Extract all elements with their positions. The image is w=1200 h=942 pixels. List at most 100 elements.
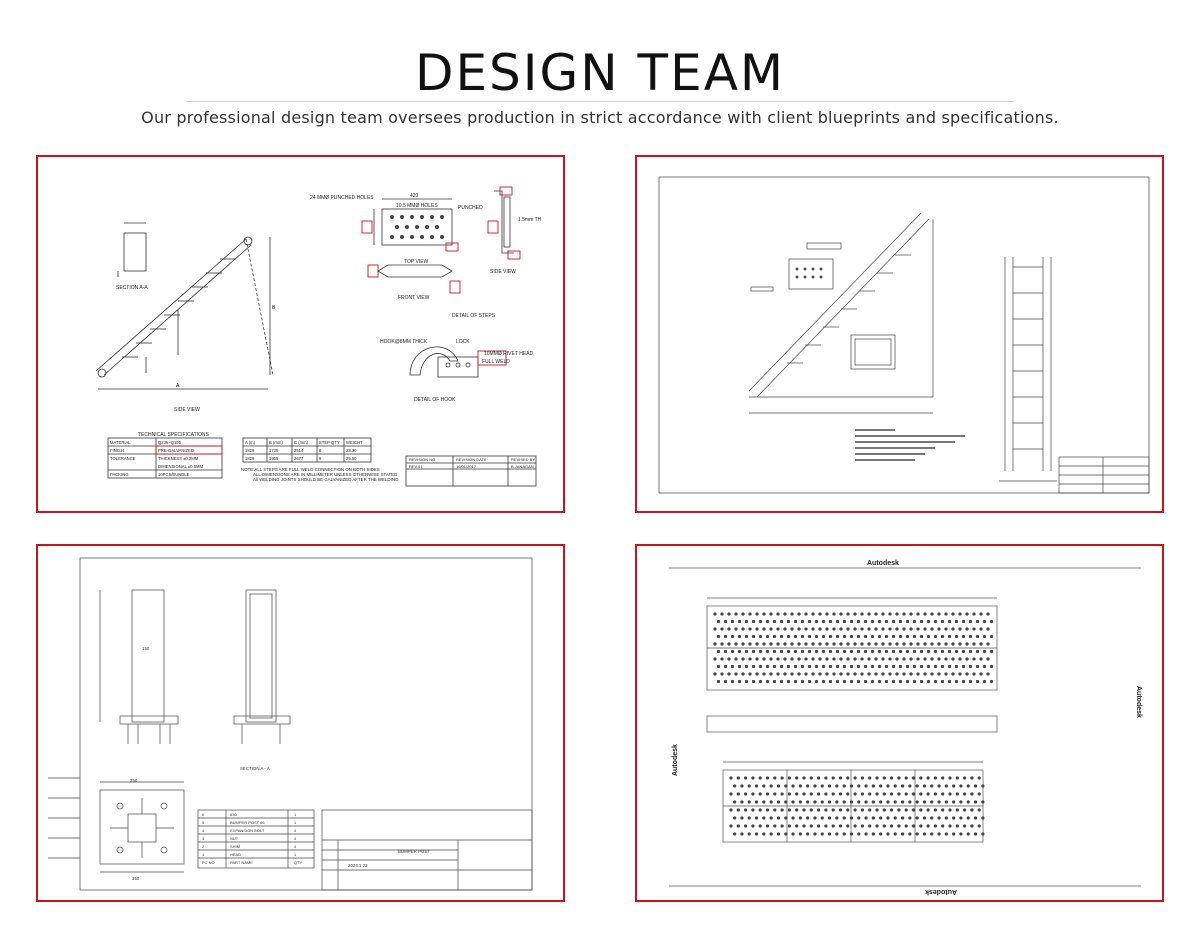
perforation-hole [744, 808, 748, 812]
dims-cell: 1955 [269, 456, 279, 461]
perforation-hole [827, 816, 832, 820]
perforation-hole [860, 824, 864, 828]
perforation-hole [818, 642, 822, 646]
perforation-hole [888, 642, 892, 646]
perforation-hole [838, 776, 843, 780]
perforation-hole [979, 657, 983, 661]
perforation-hole [820, 816, 824, 820]
parts-cell: 1 [294, 852, 297, 857]
perforation-hole [791, 832, 795, 836]
perforation-hole [825, 657, 829, 661]
perforation-hole [881, 657, 885, 661]
perforation-hole [720, 672, 724, 676]
perforation-hole [867, 672, 871, 676]
perforation-hole [951, 672, 955, 676]
perforation-hole [952, 816, 956, 820]
perforation-hole [965, 642, 969, 646]
perforation-hole [908, 800, 912, 804]
perforation-hole [973, 832, 978, 836]
perforation-hole [975, 679, 980, 684]
perforation-hole [795, 808, 799, 812]
perforation-hole [961, 619, 966, 624]
perforation-hole [825, 672, 829, 676]
perforation-hole [860, 808, 864, 812]
perforation-hole [909, 642, 913, 646]
title-divider [186, 101, 1014, 102]
perforation-hole [954, 634, 959, 639]
perforation-hole [989, 679, 994, 684]
dims-cell: 25.50 [346, 456, 357, 461]
perforation-hole [884, 679, 889, 684]
perforation-hole [835, 634, 840, 639]
perforation-hole [856, 619, 861, 624]
perforation-hole [874, 657, 878, 661]
perforation-hole [790, 657, 794, 661]
perforation-hole [835, 832, 839, 836]
perforation-hole [966, 800, 970, 804]
perforation-hole [898, 679, 903, 684]
perforation-hole [948, 824, 952, 828]
perforation-hole [723, 619, 728, 624]
perforation-hole [806, 832, 810, 836]
perforation-hole [811, 657, 815, 661]
perforation-hole [809, 792, 813, 796]
perforation-hole [765, 792, 770, 796]
perforation-hole [818, 627, 822, 631]
perforation-hole [955, 808, 959, 812]
perforation-hole [868, 776, 872, 780]
perforation-hole [940, 664, 945, 669]
perforation-hole [874, 612, 878, 616]
perforation-hole [930, 832, 934, 836]
perforation-hole [835, 800, 839, 804]
perforation-hole [871, 784, 875, 788]
perforation-hole [867, 642, 871, 646]
perforation-hole [937, 672, 941, 676]
drawing-panel-plank[interactable]: Autodesk Autodesk Autodesk Autodesk [635, 544, 1164, 902]
perforation-hole [723, 679, 728, 684]
perforation-hole [897, 808, 901, 812]
perforation-hole [748, 612, 752, 616]
dim-b: B [272, 305, 276, 311]
perforation-hole [870, 649, 875, 654]
perforation-hole [729, 808, 733, 812]
perforation-hole [933, 824, 937, 828]
drawing-panel-bumper-post[interactable]: SECTION A - A 250 350 150 BUMPER POST 20… [36, 544, 565, 902]
perforation-hole [882, 776, 886, 780]
perforation-hole [729, 776, 733, 780]
perforation-hole [891, 619, 896, 624]
drawing-panel-ladder[interactable] [635, 155, 1164, 513]
perforation-hole [989, 649, 994, 654]
perforation-hole [737, 634, 742, 639]
perforation-hole [820, 832, 824, 836]
perforation-hole [769, 784, 773, 788]
perforation-hole [900, 784, 905, 788]
perforation-hole [947, 679, 952, 684]
perforation-hole [818, 612, 822, 616]
dims-cell: 1829 [245, 448, 255, 453]
perforation-hole [736, 824, 740, 828]
drawing-panel-stair[interactable]: SECTION A-A SIDE VIEW TOP VIEW FRONT VIE… [36, 155, 565, 513]
perforation-hole [944, 800, 948, 804]
perforation-hole [871, 816, 875, 820]
perforation-hole [895, 627, 899, 631]
perforation-hole [806, 816, 810, 820]
perforation-hole [846, 776, 850, 780]
perforation-hole [758, 649, 763, 654]
perforation-hole [886, 816, 890, 820]
perforation-hole [972, 642, 976, 646]
label-holes-small: 10.5 MMØ HOLES [396, 203, 438, 209]
perforation-hole [727, 642, 731, 646]
perforation-hole [975, 634, 980, 639]
perforation-hole [867, 627, 871, 631]
spec-cell: DIMENSIONAL ±0.5MM [158, 464, 203, 469]
perforation-hole [783, 657, 787, 661]
perforation-hole [944, 657, 948, 661]
perforation-hole [919, 634, 924, 639]
perforation-hole [937, 612, 941, 616]
perforation-hole [818, 672, 822, 676]
perforation-hole [811, 672, 815, 676]
parts-cell: 2 [202, 844, 205, 849]
perforation-hole [795, 776, 799, 780]
parts-cell: EXPANSION BOLT [230, 828, 265, 833]
perforation-hole [860, 792, 864, 796]
